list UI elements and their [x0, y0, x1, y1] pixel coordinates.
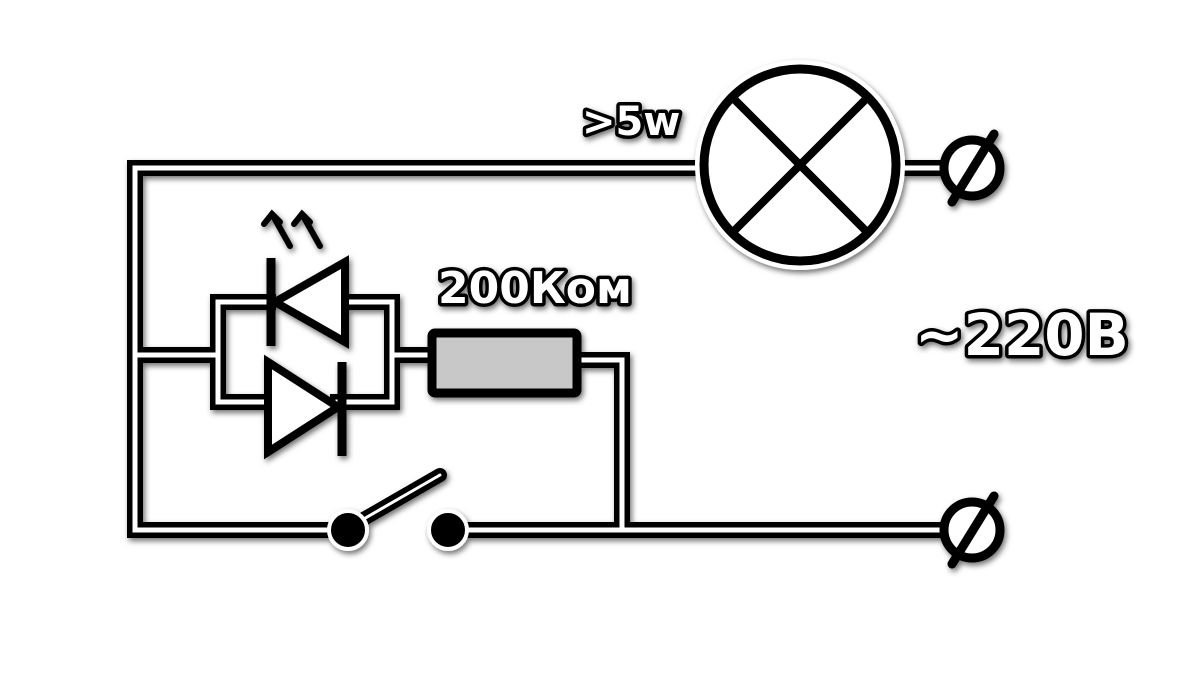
- led-diode-icon: [261, 209, 349, 349]
- wire-inner: [132, 165, 948, 533]
- mains-voltage-label: ~220В: [915, 301, 1129, 369]
- resistor-value-label: 200Ком: [438, 263, 632, 314]
- switch-open-icon: [327, 468, 469, 551]
- terminal-icon: [939, 491, 1005, 569]
- terminal-top: [939, 129, 1005, 207]
- diode-icon: [264, 354, 347, 460]
- lamp-power-label: >5w: [582, 99, 680, 145]
- terminal-icon: [939, 129, 1005, 207]
- light-arrows-icon: [261, 209, 323, 249]
- terminal-bottom: [939, 491, 1005, 569]
- resistor-icon: [427, 328, 582, 398]
- lamp-cross-icon: [695, 60, 905, 270]
